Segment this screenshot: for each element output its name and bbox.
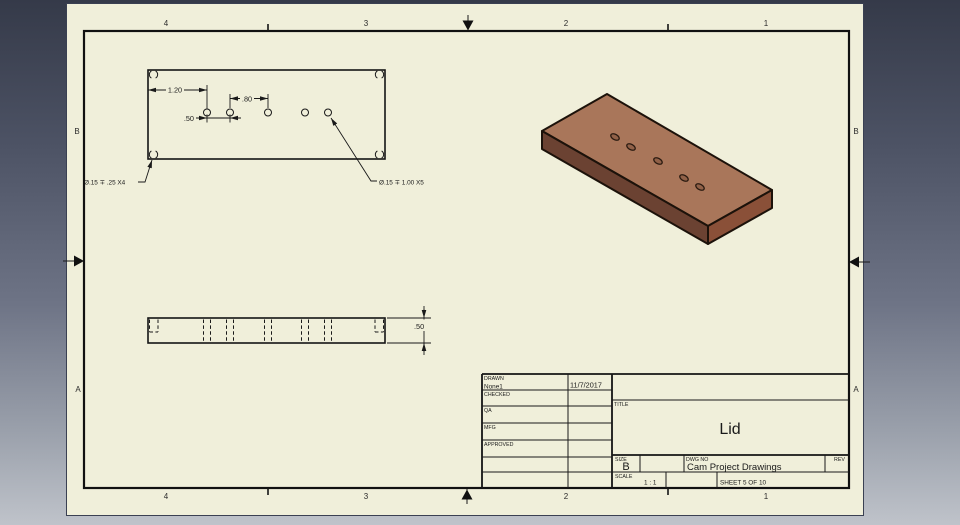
iso-holes (610, 133, 705, 191)
drawn-date: 11/7/2017 (570, 381, 602, 390)
view-top[interactable]: 1.20 .80 .50 Ø.15 ∓ .25 X4 (84, 69, 424, 187)
zone-top-1: 1 (764, 19, 769, 28)
view-isometric[interactable] (541, 93, 773, 245)
zone-right-a: A (853, 385, 859, 394)
zone-top-2: 2 (564, 19, 569, 28)
zone-bottom-4: 4 (164, 492, 169, 501)
drawn-name: None1 (484, 384, 503, 391)
top-view-outline (147, 69, 386, 160)
corner-hole-bottom-left (148, 150, 159, 159)
dim-text-0-80: .80 (242, 95, 252, 104)
title-label: TITLE (614, 402, 629, 408)
scale-value: 1 : 1 (644, 480, 657, 487)
view-front[interactable]: .50 (147, 306, 434, 355)
zone-left-a: A (75, 385, 81, 394)
dimension-1-20: 1.20 (148, 85, 208, 109)
sheet-info: SHEET 5 OF 10 (720, 480, 767, 487)
zone-left-b: B (74, 127, 79, 136)
title-block-heavy-lines (481, 373, 849, 488)
zone-right-b: B (853, 127, 858, 136)
scale-label: SCALE (615, 474, 633, 480)
dwg-no-value: Cam Project Drawings (687, 462, 782, 473)
corner-hole-bottom-right (374, 150, 385, 159)
callout-text-x5: Ø.15 ∓ 1.00 X5 (379, 180, 424, 187)
front-view-outline (147, 317, 386, 344)
qa-label: QA (484, 408, 492, 414)
center-mark-top (462, 15, 474, 31)
dimension-0-50: .50 (184, 114, 241, 123)
callout-center-holes: Ø.15 ∓ 1.00 X5 (330, 117, 424, 187)
zone-labels: 4 3 2 1 4 3 2 1 B A B A (74, 19, 859, 501)
center-mark-right (849, 256, 870, 268)
title-block-thin-lines (482, 374, 849, 488)
zone-bottom-3: 3 (364, 492, 369, 501)
drawing-title: Lid (719, 421, 740, 438)
drawn-label: DRAWN (484, 376, 504, 382)
center-mark-left (63, 255, 84, 267)
checked-label: CHECKED (484, 392, 510, 398)
hidden-hole-lines (203, 319, 332, 342)
dim-text-thickness: .50 (414, 322, 424, 331)
zone-top-3: 3 (364, 19, 369, 28)
center-holes (203, 108, 332, 117)
zone-top-4: 4 (164, 19, 169, 28)
mfg-label: MFG (484, 425, 496, 431)
border-frame (82, 29, 851, 490)
dimension-thickness: .50 (387, 306, 434, 355)
rev-label: REV (834, 457, 845, 463)
dwg-no-label: DWG NO (686, 457, 708, 463)
size-label: SIZE (615, 457, 627, 463)
iso-side-face (707, 189, 773, 245)
title-block: DRAWN None1 11/7/2017 CHECKED QA MFG APP… (481, 373, 849, 488)
size-value: B (622, 461, 629, 473)
zone-bottom-1: 1 (764, 492, 769, 501)
zone-bottom-2: 2 (564, 492, 569, 501)
hidden-corner-hole-lines (149, 319, 384, 333)
center-mark-bottom (461, 489, 473, 504)
corner-hole-top-right (374, 70, 385, 79)
callout-corner-holes: Ø.15 ∓ .25 X4 (84, 159, 153, 187)
approved-label: APPROVED (484, 442, 514, 448)
dim-text-0-50: .50 (184, 114, 194, 123)
dimension-0-80: .80 (229, 94, 269, 108)
callout-text-x4: Ø.15 ∓ .25 X4 (84, 180, 126, 187)
zone-tick-marks (267, 24, 669, 495)
dim-text-mask (412, 319, 434, 331)
dim-text-1-20: 1.20 (168, 86, 182, 95)
corner-hole-top-left (148, 70, 159, 79)
